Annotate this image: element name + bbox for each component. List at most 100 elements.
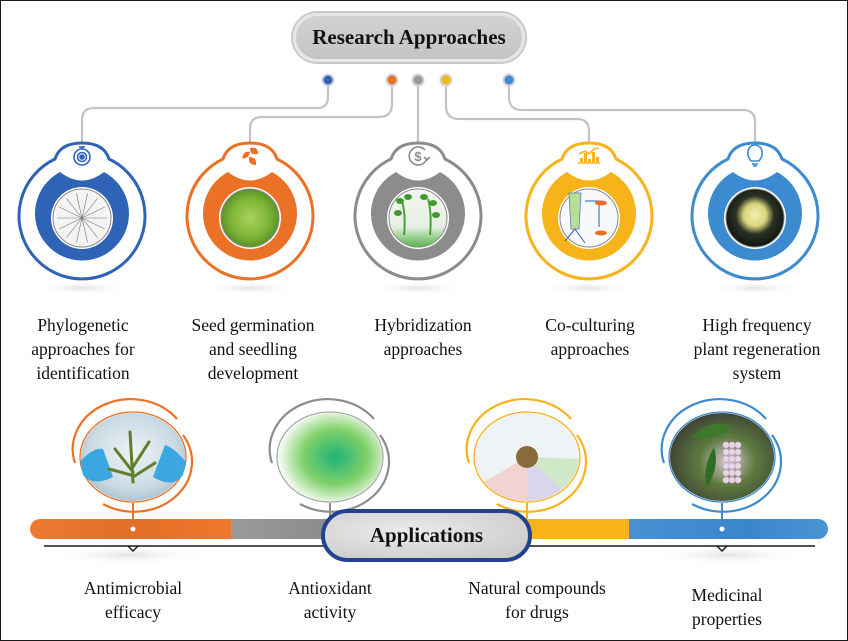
- approach-medallion-phylogenetic: [17, 141, 147, 295]
- approach-medallion-plant-regeneration: [690, 141, 820, 295]
- orchid-flower: [722, 476, 730, 484]
- label-line: efficacy: [104, 602, 162, 622]
- label-line: Antimicrobial: [83, 578, 183, 598]
- label-line: High frequency: [702, 315, 812, 335]
- decor-arc: [102, 434, 194, 513]
- approach-label-seed-germination: Seed germination and seedling developmen…: [192, 313, 315, 385]
- dollar-cycle-icon: $: [408, 146, 431, 166]
- orchid-flower: [728, 469, 736, 477]
- decor-arc: [71, 398, 178, 464]
- applications-header: Applications: [321, 509, 532, 562]
- orchid-flower: [722, 455, 730, 463]
- label-line: plant regeneration: [693, 339, 821, 359]
- image-border: [79, 411, 187, 503]
- decor-arc: [691, 434, 783, 513]
- approach-medallion-co-culturing: [524, 141, 654, 295]
- orchid-flower: [728, 448, 736, 456]
- bar-segment-natural-compounds: [520, 519, 629, 539]
- orchid-flower: [722, 448, 730, 456]
- bar-segment-medicinal: [629, 519, 828, 539]
- orchid-flower: [734, 469, 742, 477]
- medallion-shadow: [370, 281, 466, 295]
- wedge-lavender: [527, 457, 562, 502]
- orchid-leaf: [705, 447, 716, 487]
- approach-medallion-hybridization: $: [353, 141, 483, 295]
- bar-segment-antioxidant: [231, 519, 341, 539]
- label-line: approaches: [383, 339, 463, 359]
- medallion-shadow: [34, 281, 130, 295]
- orchid-flower: [728, 455, 736, 463]
- orchid-flower: [722, 462, 730, 470]
- label-line: activity: [303, 602, 357, 622]
- label-line: development: [207, 363, 299, 383]
- image-border: [276, 411, 384, 503]
- decor-arc: [299, 434, 391, 513]
- orchid-flower: [734, 441, 742, 449]
- application-label-medicinal: Medicinal properties: [692, 583, 763, 631]
- orchid-flower: [734, 462, 742, 470]
- dot-yellow: [439, 73, 453, 87]
- application-image-medicinal: [660, 398, 783, 519]
- application-label-antimicrobial: Antimicrobial efficacy: [84, 576, 182, 624]
- dot-gray: [411, 73, 425, 87]
- label-line: properties: [692, 609, 762, 629]
- medallion-shadow: [707, 281, 803, 295]
- seedling-leaf: [396, 198, 404, 204]
- label-line: Medicinal: [691, 585, 763, 605]
- label-line: Antioxidant: [288, 578, 372, 598]
- label-line: for drugs: [505, 602, 569, 622]
- orchid-flower: [734, 448, 742, 456]
- glove-left: [80, 448, 113, 482]
- application-image-natural-compounds: [465, 398, 588, 519]
- glove-right: [153, 445, 186, 483]
- image-border: [473, 411, 581, 503]
- dot-blue-dark: [321, 73, 335, 87]
- connector-plant-regeneration: [507, 80, 757, 143]
- connector-lines: [80, 80, 757, 145]
- approach-label-phylogenetic: Phylogenetic approaches for identificati…: [31, 313, 135, 385]
- lightbulb-icon: [747, 144, 763, 167]
- orchid-flower: [728, 441, 736, 449]
- center-photo: [516, 446, 538, 468]
- label-line: and seedling: [209, 339, 297, 359]
- decor-arc: [660, 398, 767, 464]
- image-border: [668, 411, 776, 503]
- green-moss-culture-image: [220, 188, 280, 248]
- connector-dots: [321, 73, 516, 87]
- orchid-leaf: [692, 423, 732, 439]
- culture-dish: [595, 200, 607, 206]
- seedling-leaf: [420, 194, 428, 200]
- seedling-leaf: [429, 200, 437, 206]
- applications-title: Applications: [369, 523, 484, 547]
- dot-orange: [385, 73, 399, 87]
- wedge-green: [527, 457, 579, 489]
- seedling-leaf: [394, 210, 402, 216]
- dot-blue-light: [502, 73, 516, 87]
- label-line: Natural compounds: [468, 578, 606, 598]
- label-line: Phylogenetic: [37, 315, 129, 335]
- orchid-flower: [728, 462, 736, 470]
- approach-label-co-culturing: Co-culturing approaches: [545, 313, 634, 361]
- connector-phylogenetic: [80, 80, 330, 143]
- research-approaches-title: Research Approaches: [312, 25, 506, 49]
- bar-chart-trend-icon: [578, 147, 600, 164]
- leaf-cluster-icon: [242, 147, 258, 165]
- approach-label-plant-regeneration: High frequency plant regeneration system: [694, 313, 821, 385]
- approach-label-hybridization: Hybridization approaches: [374, 313, 471, 361]
- seedling-leaf: [404, 194, 412, 200]
- approach-medallion-seed-germination: [185, 141, 315, 295]
- co-culture-diagram-image: [559, 188, 619, 248]
- application-label-natural-compounds: Natural compounds for drugs: [468, 576, 606, 624]
- research-approaches-header: Research Approaches: [293, 13, 525, 62]
- orchid-flower: [728, 476, 736, 484]
- application-image-antimicrobial: [71, 398, 194, 519]
- callus-culture-image: [725, 188, 785, 248]
- seedling-leaf: [432, 212, 440, 218]
- label-line: Seed germination: [191, 315, 315, 335]
- orchid-flower: [734, 476, 742, 484]
- decor-arc: [268, 398, 375, 464]
- connector-co-culturing: [444, 80, 591, 143]
- seedling-stems: [401, 198, 432, 236]
- orchid-flower: [734, 455, 742, 463]
